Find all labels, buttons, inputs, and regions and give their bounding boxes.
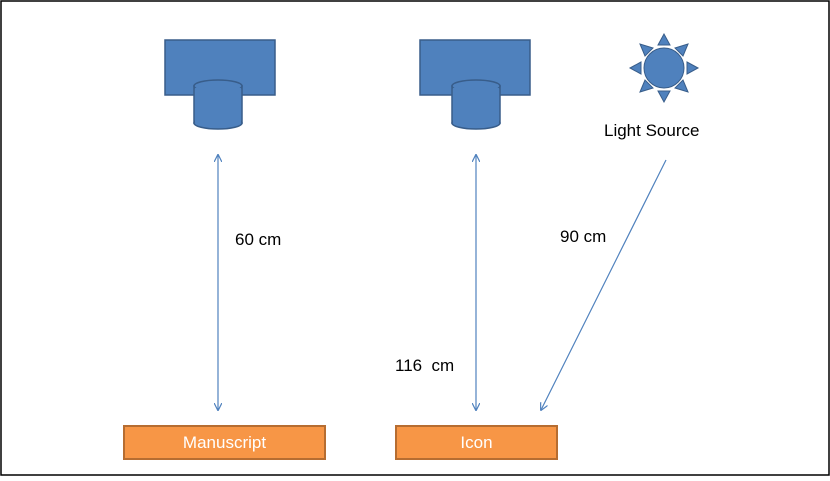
light-source-label: Light Source	[604, 121, 700, 140]
light-ray-arrow	[541, 159, 667, 410]
icon-distance-label: 116 cm	[395, 356, 455, 375]
camera-icon	[164, 39, 276, 130]
manuscript-object: Manuscript	[123, 425, 326, 460]
light-distance-label: 90 cm	[560, 227, 607, 246]
sun-icon	[628, 32, 700, 104]
icon-object: Icon	[395, 425, 558, 460]
manuscript-distance-label: 60 cm	[235, 230, 282, 249]
camera-icon	[419, 39, 531, 130]
